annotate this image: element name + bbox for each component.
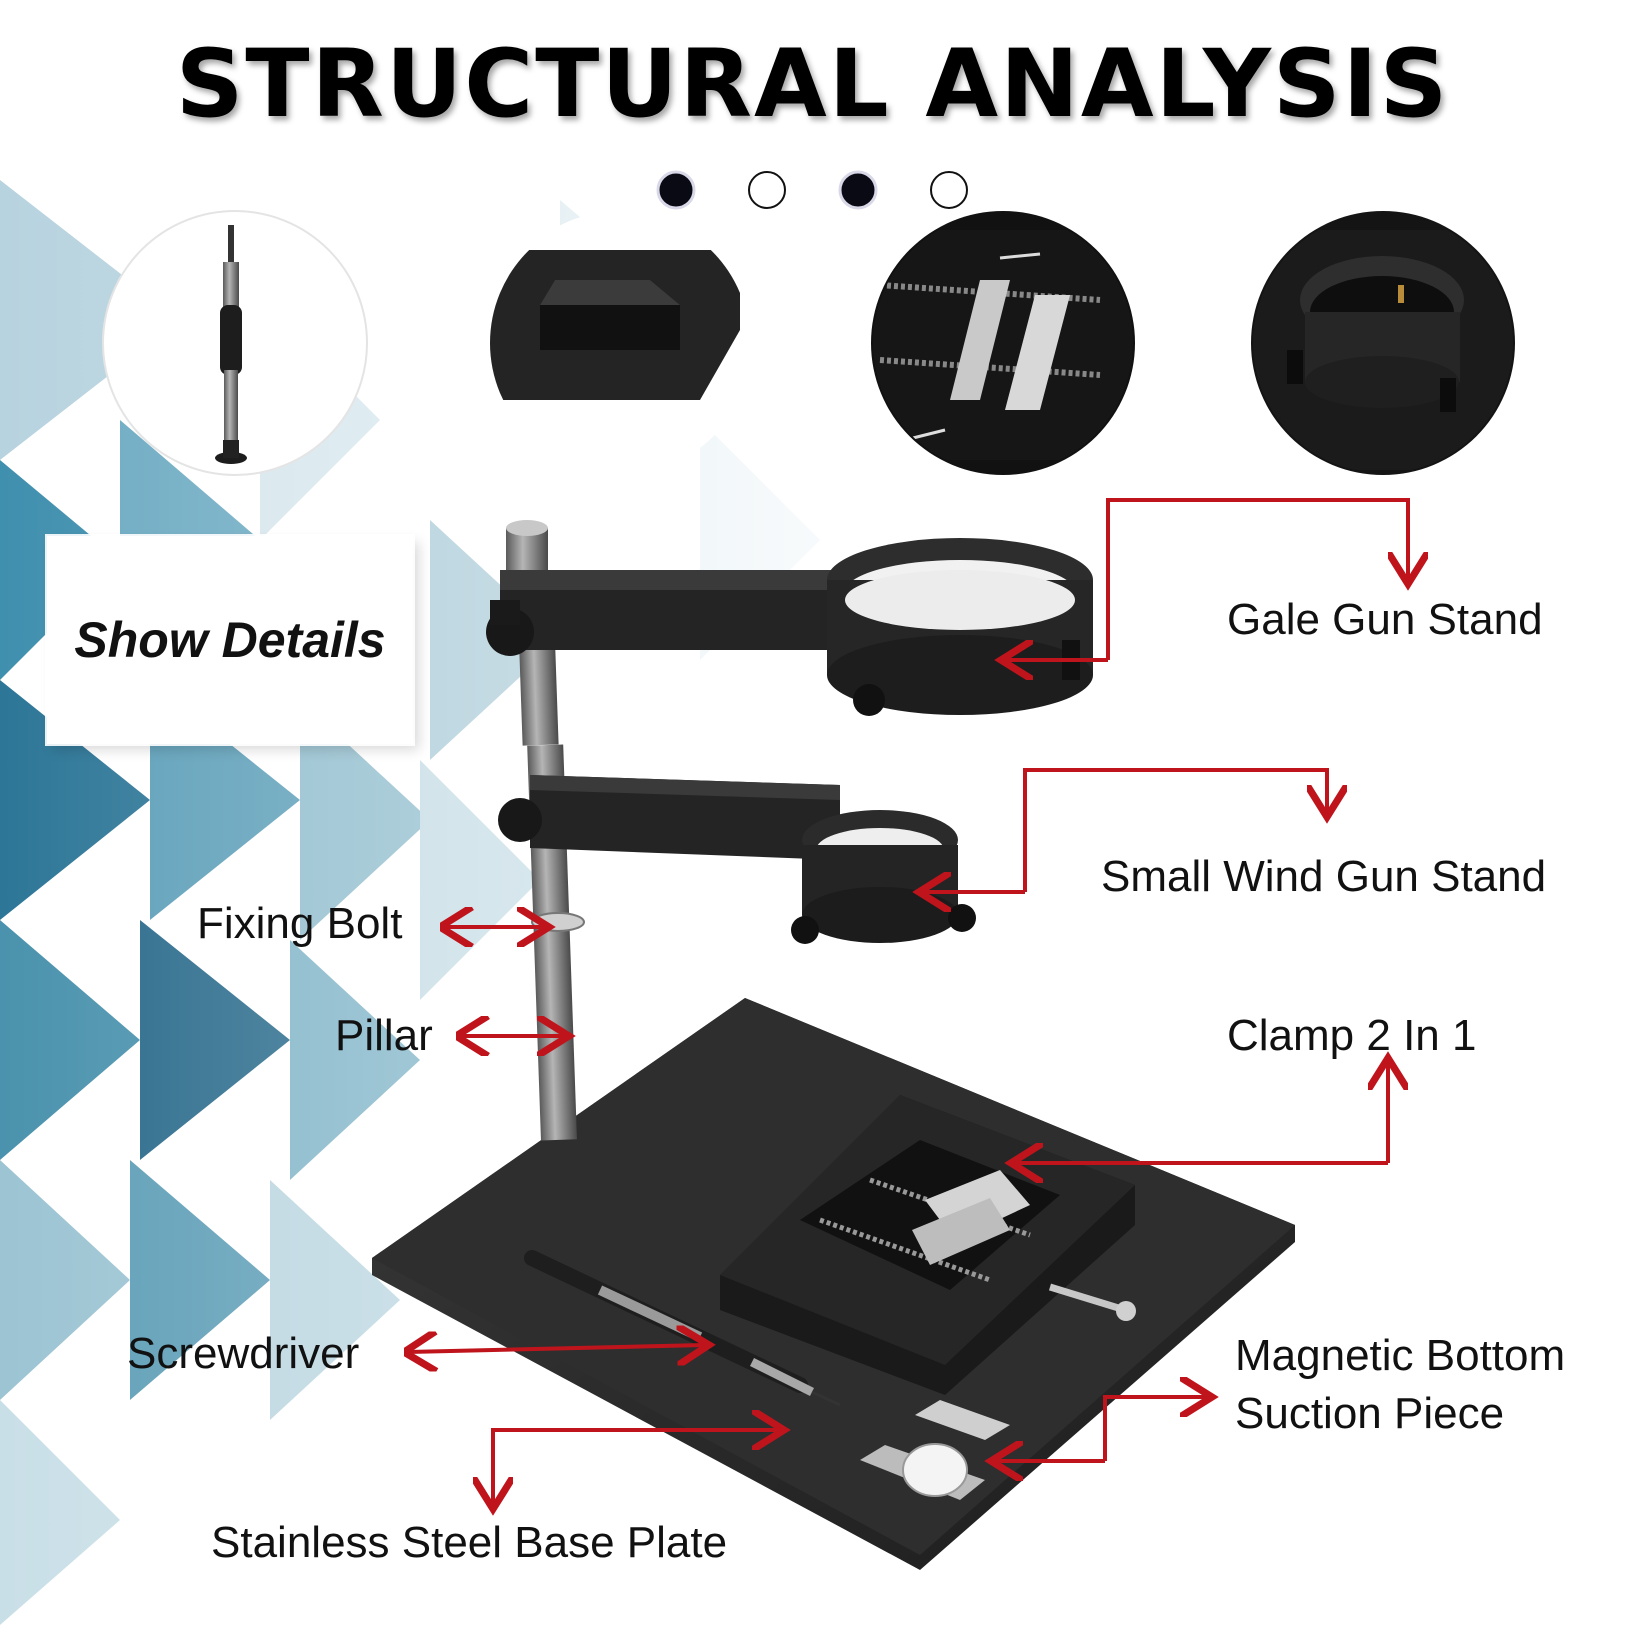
show-details-label: Show Details (74, 612, 386, 668)
carousel-dot-4[interactable] (930, 171, 968, 209)
arrow-magnetic (1103, 1397, 1208, 1461)
label-screwdriver: Screwdriver (127, 1329, 360, 1378)
carousel-dots (656, 170, 968, 210)
clamp-icon (873, 230, 1133, 460)
show-details-card: Show Details (47, 536, 413, 744)
arrow-screwdriver (408, 1345, 705, 1352)
thumbnail-clamp[interactable] (870, 211, 1140, 475)
carousel-dot-1[interactable] (656, 170, 696, 210)
thumbnail-gun-holder[interactable] (1250, 211, 1520, 475)
gun-holder-ring-icon (1253, 230, 1513, 470)
screwdriver-icon (215, 225, 247, 464)
magnetic-suction-piece (860, 1400, 1010, 1500)
carousel-dot-3[interactable] (838, 170, 878, 210)
label-base-plate: Stainless Steel Base Plate (211, 1518, 728, 1567)
carousel-dot-2[interactable] (748, 171, 786, 209)
thumbnail-screwdriver[interactable] (102, 210, 368, 476)
thumbnail-rubber-foot[interactable] (480, 211, 752, 475)
page-title: STRUCTURAL ANALYSIS (175, 30, 1450, 139)
arrow-small-wind-gun (1023, 768, 1327, 892)
arrow-gale-gun (1106, 498, 1408, 660)
arrow-base-plate (491, 1430, 780, 1490)
label-fixing-bolt: Fixing Bolt (197, 899, 403, 948)
rubber-foot-icon (490, 250, 740, 400)
label-clamp-2-in-1: Clamp 2 In 1 (1227, 1011, 1477, 1060)
callout-arrows (408, 498, 1408, 1505)
label-magnetic-line2: Suction Piece (1235, 1389, 1505, 1438)
gale-gun-stand (486, 538, 1093, 716)
label-magnetic-line1: Magnetic Bottom (1235, 1331, 1566, 1380)
label-gale-gun-stand: Gale Gun Stand (1227, 595, 1543, 644)
label-pillar: Pillar (335, 1011, 433, 1060)
label-small-wind-gun-stand: Small Wind Gun Stand (1101, 852, 1547, 901)
